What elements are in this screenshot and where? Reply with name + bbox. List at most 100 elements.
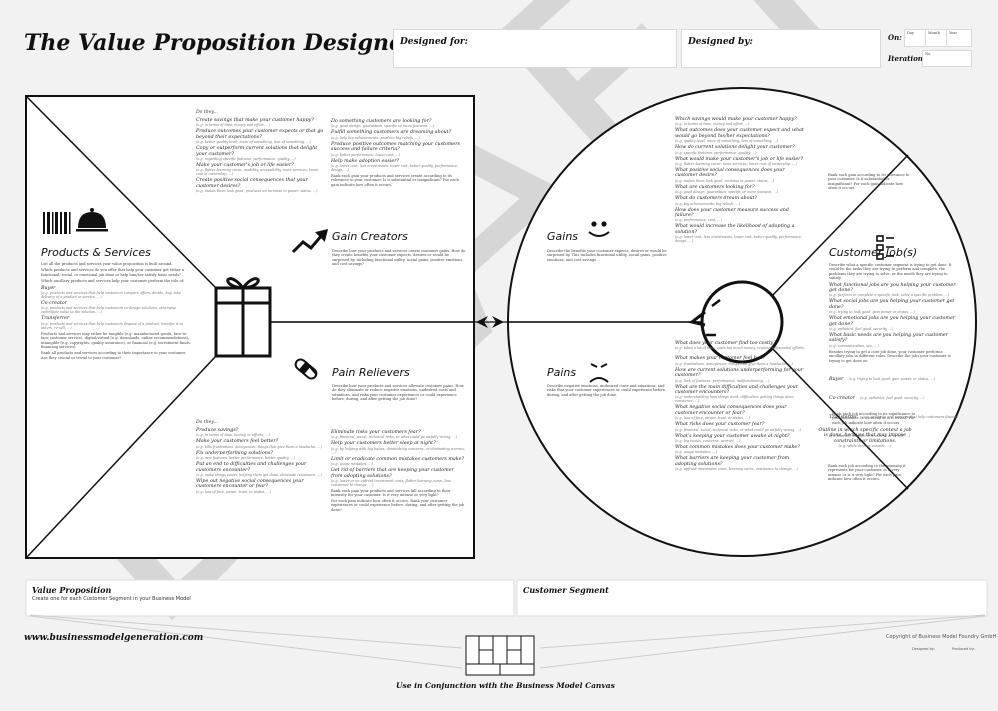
checklist-icon — [876, 235, 894, 260]
gift-icon — [214, 277, 272, 358]
question-example: (e.g. by helping with big issues, dimini… — [331, 446, 466, 455]
products-desc-4: Products and services may either be tang… — [41, 331, 191, 350]
pain-relievers-questions-right: Eliminate risks your customers fear?(e.g… — [331, 430, 465, 512]
question-item: What would make your customer's job or l… — [675, 156, 804, 162]
year-box[interactable]: Year — [946, 29, 972, 47]
page-title: The Value Proposition Designer — [24, 30, 415, 56]
circle-diagonal-tr — [769, 154, 909, 299]
fit-arrow-right-head — [492, 316, 504, 328]
question-example: (e.g. better performance, lower cost, ..… — [331, 152, 401, 157]
question-item: Produce savings? — [196, 428, 239, 433]
website-url[interactable]: www.businessmodelgeneration.com — [24, 633, 204, 643]
question-example: (e.g. makes them look good, produces an … — [196, 189, 318, 194]
credit-produced-by: Produced by: — [952, 647, 975, 651]
question-example: (e.g. quality level, more of something, … — [675, 139, 779, 144]
question-example: (e.g. loss of face, power, trust, or sta… — [196, 489, 271, 494]
products-transferrer: Transferrer — [41, 316, 70, 322]
square-diagonal-bl — [26, 355, 217, 558]
value-proposition-box — [25, 579, 515, 617]
frown-icon — [589, 363, 609, 383]
question-example: (e.g. perform or complete a specific tas… — [829, 293, 950, 298]
question-item: What risks does your customer fear? — [675, 422, 765, 428]
question-item: Copy or outperform current solutions tha… — [196, 146, 318, 157]
question-example: (e.g. better quality level, more of some… — [196, 140, 311, 145]
question-item: Limit or eradicate common mistakes custo… — [331, 456, 465, 462]
question-example: (e.g. regarding specific features, perfo… — [196, 157, 296, 162]
question-item: Fix underperforming solutions? — [196, 450, 273, 456]
question-item: Make your customer's job or life easier? — [196, 163, 294, 169]
products-buyer: Buyer — [41, 285, 56, 291]
question-item: What basic needs are you helping your cu… — [829, 333, 949, 344]
question-item: Do something customers are looking for? — [331, 119, 432, 124]
question-example: (e.g. flatter learning curve, more servi… — [675, 162, 797, 167]
question-item: Which savings would make your customer h… — [675, 117, 797, 122]
question-item: What does your customer find too costly? — [675, 341, 776, 346]
iteration-box[interactable]: No. — [922, 50, 972, 67]
question-item: What functional jobs are you helping you… — [829, 282, 956, 294]
customer-segment-box — [516, 579, 988, 617]
question-example: (e.g. make things easier, helping them g… — [196, 473, 322, 478]
question-example: (e.g. takes a lot of time, costs too muc… — [675, 346, 805, 355]
iteration-field[interactable]: Iteration: No. — [886, 50, 972, 67]
question-item: Help your customers better sleep at nigh… — [331, 441, 436, 447]
pain-relievers-rank: Rank each pain your products and service… — [331, 489, 451, 498]
question-example: (e.g. big issues, concerns, worries, ...… — [675, 439, 741, 444]
jobs-outline: Outline in which specific context a job … — [817, 428, 913, 450]
question-item: Wipe out negative social consequences yo… — [196, 479, 304, 490]
question-item: How does your customer measure success a… — [675, 207, 789, 219]
year-label: Year — [949, 31, 958, 35]
gain-creators-desc: Describe how your products and services … — [332, 249, 466, 267]
products-services-title: Products & Services — [41, 246, 151, 259]
question-item: What barriers are keeping your customer … — [675, 456, 790, 467]
fit-arrow-left-head — [476, 316, 488, 328]
day-label: Day — [907, 31, 915, 35]
question-example: (e.g. lower cost, less investments, lowe… — [331, 164, 458, 173]
designed-for-label: Designed for: — [400, 37, 468, 47]
question-item: Fulfill something customers are dreaming… — [331, 130, 452, 136]
customer-jobs-content: Describe what a specific customer segmen… — [829, 263, 959, 441]
pill-icon — [294, 358, 318, 380]
trend-up-icon — [291, 228, 329, 254]
question-item: What common mistakes does your customer … — [675, 445, 800, 451]
barcode-icon — [43, 212, 71, 234]
question-item: What do customers dream about? — [675, 196, 758, 202]
question-example: (e.g. usage mistakes, ...) — [331, 462, 373, 467]
question-example: (e.g. new features, better performance, … — [196, 456, 295, 461]
question-example: (e.g. flatter learning curve, usability,… — [196, 168, 319, 177]
gain-creators-questions-left: Do they... Create savings that make your… — [196, 110, 326, 195]
no-label: No. — [925, 52, 932, 56]
credit-designed-by: Designed by: — [912, 647, 935, 651]
products-desc-1: List all the products and services your … — [41, 262, 173, 266]
question-item: What are customers looking for? — [675, 184, 755, 190]
products-desc-3: Which ancillary products and services he… — [41, 279, 185, 284]
question-example: (e.g. in terms of time, money and effort… — [675, 122, 750, 127]
question-item: What outcomes does your customer expect … — [675, 128, 804, 139]
question-example: (e.g. frustrations, annoyances, things t… — [675, 361, 793, 366]
month-label: Month — [928, 31, 940, 35]
question-example: (e.g. big achievements, big reliefs, ...… — [675, 201, 741, 206]
question-item: Make your customers feel better? — [196, 439, 279, 445]
iteration-label: Iteration: — [888, 54, 926, 63]
question-example: (e.g. in terms of time, money and effort… — [196, 123, 271, 128]
question-example: (e.g. lack of features, performance, mal… — [675, 378, 770, 383]
jobs-desc-2: Besides trying to get a core job done, y… — [829, 349, 951, 363]
jobs-rank-1: Rank each job according to its significa… — [832, 412, 916, 425]
question-item: What would increase the likelihood of ad… — [675, 224, 795, 235]
designed-by-field[interactable]: Designed by: — [681, 29, 881, 68]
date-field[interactable]: On: Day Month Year — [886, 29, 972, 47]
question-example: (e.g. lower or no upfront investment cos… — [331, 479, 451, 488]
question-example: (e.g. makes them look good, increase in … — [675, 178, 775, 183]
question-item: Create positive social consequences that… — [196, 178, 308, 189]
gains-questions: Which savings would make your customer h… — [675, 117, 807, 245]
question-example: (e.g. understanding how things work, dif… — [675, 395, 795, 404]
question-item: Help make adoption easier? — [331, 158, 400, 164]
question-example: (e.g. in terms of time, money, or effort… — [196, 433, 270, 438]
question-item: What positive social consequences does y… — [675, 168, 785, 179]
gains-title: Gains — [547, 230, 579, 243]
products-cocreator-sub: (e.g. products and services that help cu… — [41, 306, 177, 315]
products-cocreator: Co-creator — [41, 301, 67, 307]
designed-for-field[interactable]: Designed for: — [393, 29, 677, 68]
jobs-desc-1: Describe what a specific customer segmen… — [829, 263, 952, 281]
gain-creators-questions-right: Do something customers are looking for? (… — [331, 119, 461, 187]
copyright-text: Copyright of Business Model Foundry GmbH — [886, 634, 997, 640]
